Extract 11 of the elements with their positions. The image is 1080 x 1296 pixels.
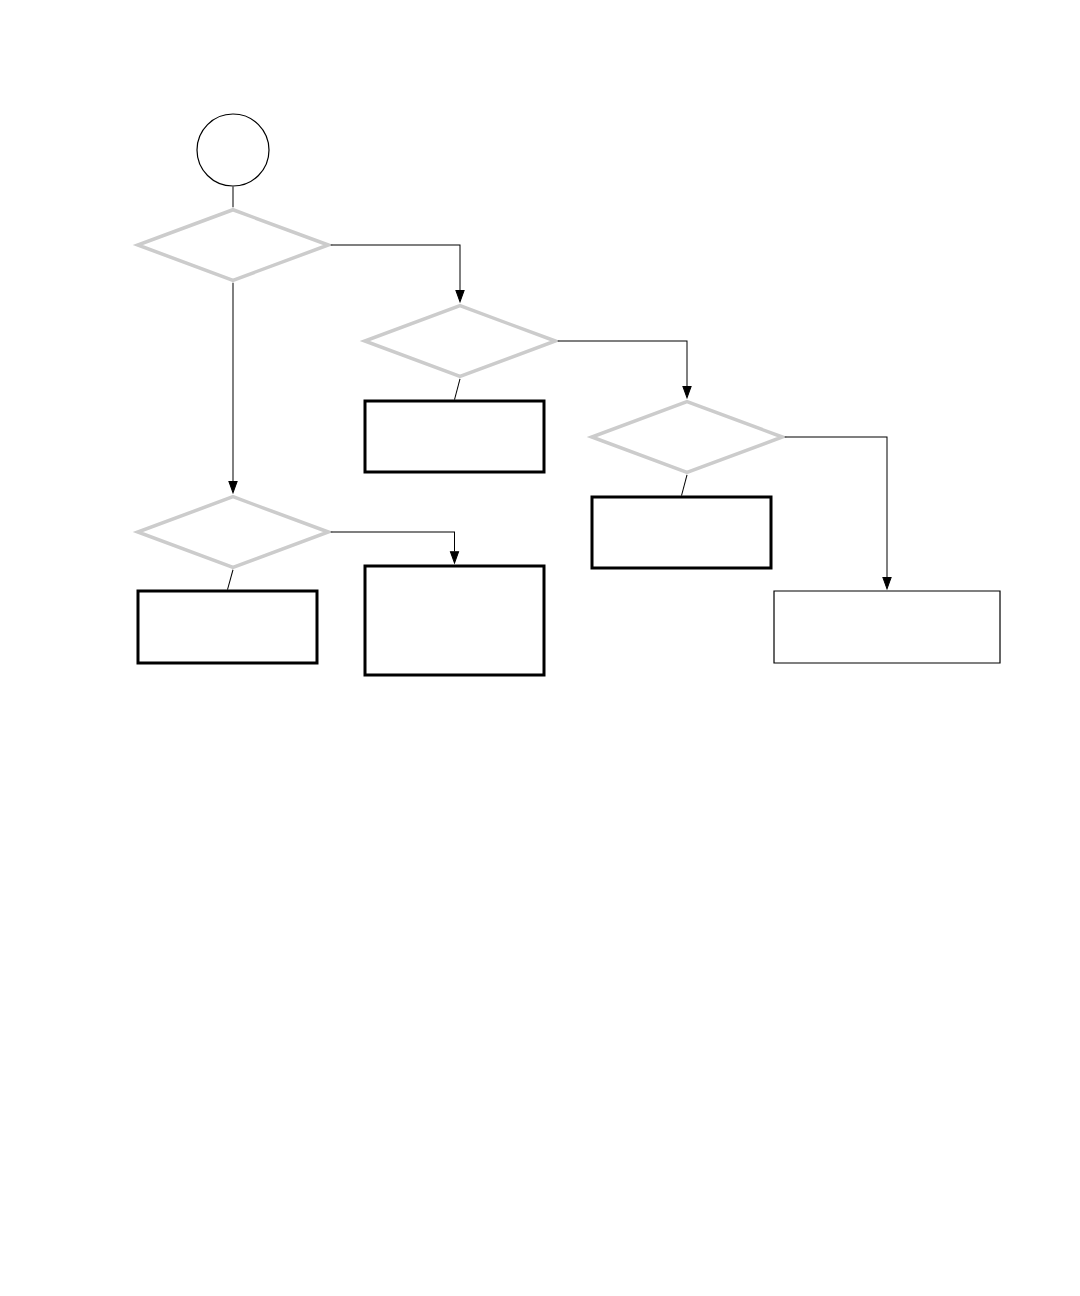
process-box <box>773 590 1001 664</box>
process-box <box>363 399 546 474</box>
arrow <box>330 244 465 303</box>
process-box <box>590 495 773 570</box>
process-box <box>363 564 546 677</box>
arrow <box>330 531 460 564</box>
arrow <box>228 282 238 494</box>
arrow <box>784 436 892 590</box>
start-circle <box>196 113 270 187</box>
process-box <box>136 589 319 665</box>
arrow <box>557 340 692 399</box>
